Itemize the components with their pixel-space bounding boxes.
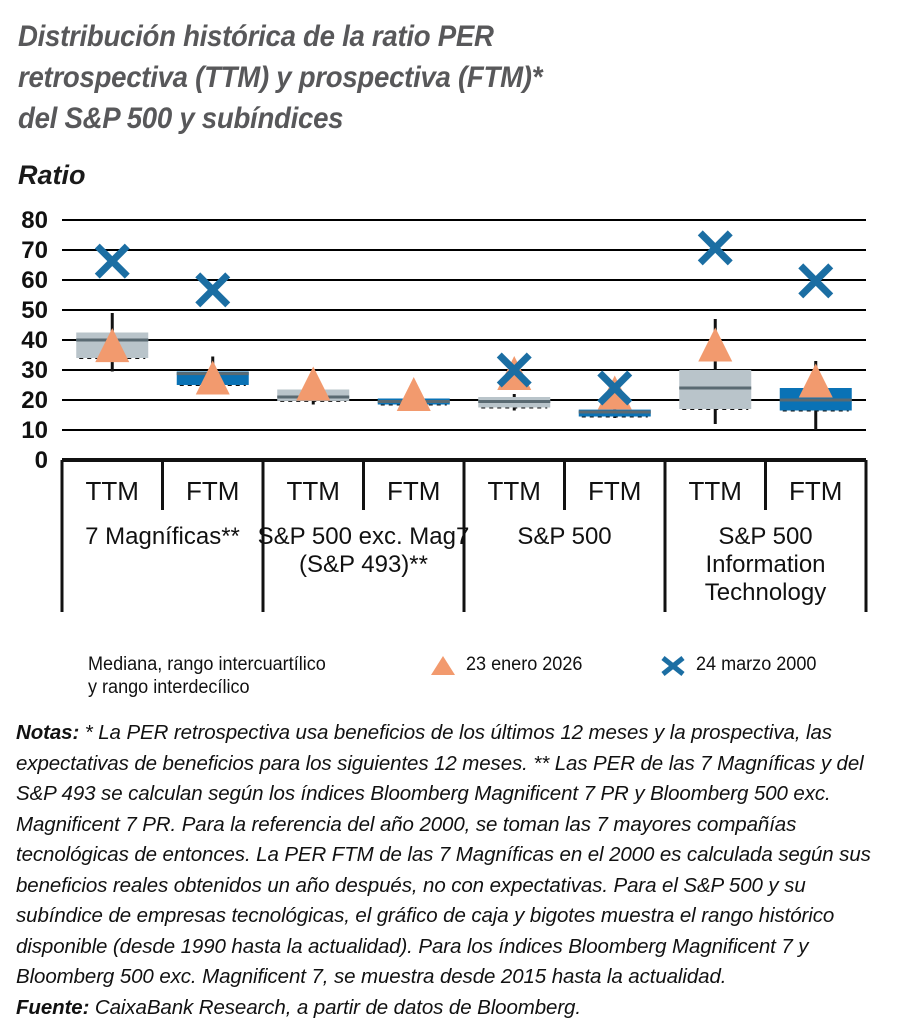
y-axis-tick-label: 80 (21, 207, 48, 234)
x-axis-category-label: FTM (789, 476, 842, 506)
source-paragraph: Fuente: CaixaBank Research, a partir de … (16, 993, 884, 1024)
x-axis-group-label: Information (705, 551, 825, 578)
marker-2000-cross (597, 370, 633, 406)
marker-2026-triangle (195, 360, 230, 395)
notes-label: Notas: (16, 721, 80, 744)
y-axis-tick-label: 70 (21, 237, 48, 264)
legend-triangle-icon (430, 655, 456, 681)
y-axis-tick-label: 60 (21, 267, 48, 294)
chart-notes: Notas: * La PER retrospectiva usa benefi… (16, 718, 884, 1023)
marker-2000-cross (798, 263, 834, 299)
legend-cross-icon (660, 655, 686, 682)
y-axis-tick-label: 30 (21, 357, 48, 384)
chart-legend: Mediana, rango intercuartílico y rango i… (0, 645, 900, 705)
y-axis-tick-label: 10 (21, 417, 48, 444)
legend-label-median: Mediana, rango intercuartílico y rango i… (88, 654, 326, 698)
y-axis-tick-label: 40 (21, 327, 48, 354)
x-axis-group-label: S&P 500 (517, 523, 611, 550)
y-axis-unit-label: Ratio (18, 160, 86, 190)
marker-2026-triangle (798, 363, 833, 398)
legend-label-2000: 24 marzo 2000 (696, 654, 817, 675)
notes-text: * La PER retrospectiva usa beneficios de… (16, 721, 871, 988)
x-axis-category-label: FTM (387, 476, 440, 506)
marker-2026-triangle (296, 366, 331, 401)
x-axis-category-label: FTM (588, 476, 641, 506)
marker-2026-triangle (396, 377, 431, 411)
y-axis-tick-label: 50 (21, 297, 48, 324)
x-axis-category-label: FTM (186, 476, 239, 506)
chart-title-line-3: del S&P 500 y subíndices (18, 102, 344, 135)
legend-item-2000: 24 marzo 2000 (660, 653, 823, 682)
source-label: Fuente: (16, 995, 90, 1019)
source-text: CaixaBank Research, a partir de datos de… (89, 995, 581, 1019)
chart-title-line-1: Distribución histórica de la ratio PER (18, 20, 494, 53)
x-axis-category-label: TTM (488, 476, 541, 506)
marker-2000-cross (697, 230, 733, 266)
marker-2000-cross (94, 243, 130, 279)
x-axis-group-label: S&P 500 (718, 523, 812, 550)
legend-item-median: Mediana, rango intercuartílico y rango i… (78, 653, 338, 699)
marker-2000-cross (195, 272, 231, 308)
x-axis-group-label: S&P 500 exc. Mag7 (258, 523, 470, 550)
marker-2026-triangle (95, 328, 130, 363)
marker-2000-cross (496, 352, 532, 388)
marker-2026-triangle (698, 327, 733, 362)
legend-label-2026: 23 enero 2026 (466, 654, 583, 675)
x-axis-category-label: TTM (287, 476, 340, 506)
y-axis-tick-label: 20 (21, 387, 48, 414)
chart-title-block: Distribución histórica de la ratio PER r… (18, 16, 758, 139)
x-axis-group-label: (S&P 493)** (299, 551, 428, 578)
y-axis-tick-label: 0 (35, 447, 48, 474)
x-axis-category-label: TTM (689, 476, 742, 506)
legend-item-2026: 23 enero 2026 (430, 653, 589, 681)
x-axis-group-label: 7 Magníficas** (85, 523, 240, 550)
notes-paragraph: Notas: * La PER retrospectiva usa benefi… (16, 718, 884, 993)
x-axis-category-label: TTM (86, 476, 139, 506)
chart-title-line-2: retrospectiva (TTM) y prospectiva (FTM)* (18, 61, 543, 94)
x-axis-group-label: Technology (705, 579, 826, 606)
